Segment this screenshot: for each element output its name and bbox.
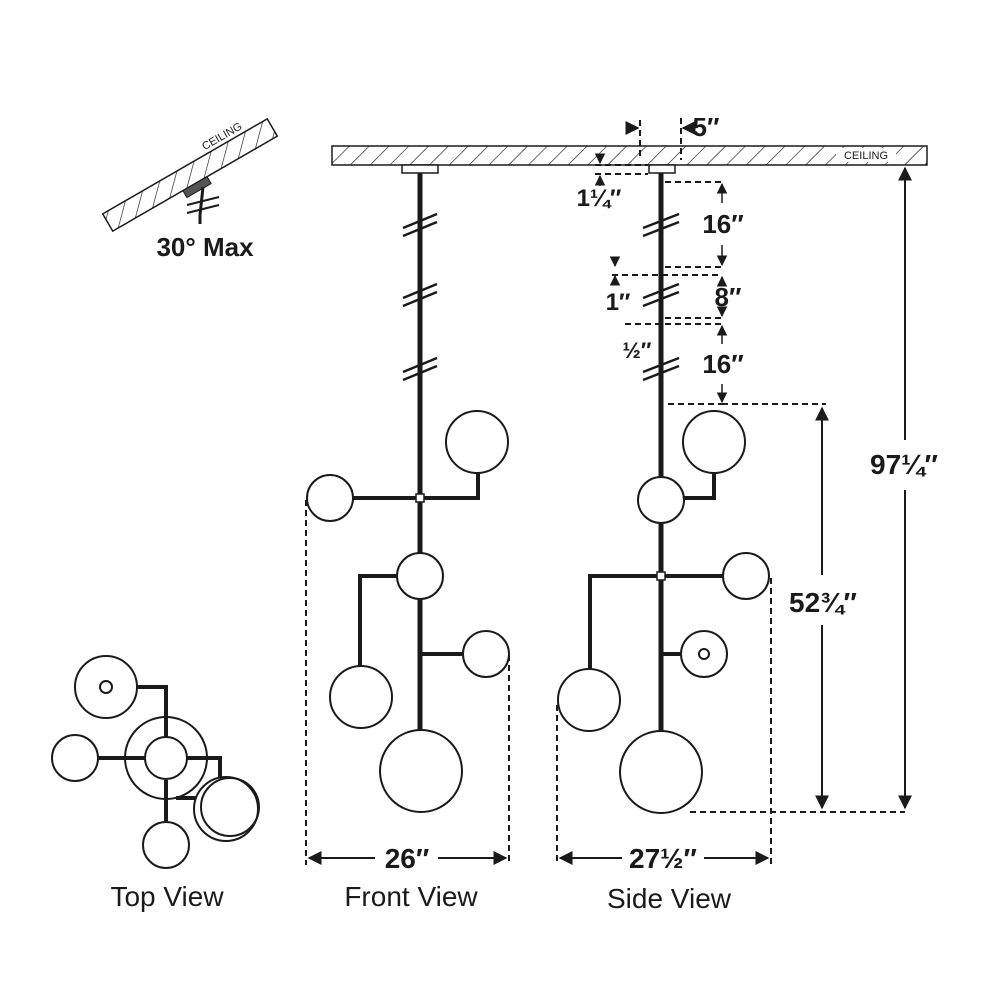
rod-gap-1-label: 1″ xyxy=(606,289,631,316)
side-width-label: 27½″ xyxy=(629,843,697,874)
front-width-label: 26″ xyxy=(385,843,430,874)
front-view-caption: Front View xyxy=(344,881,478,912)
front-globe-top-right xyxy=(445,410,509,474)
front-canopy xyxy=(401,164,439,174)
sloped-ceiling-icon: CEILING 30° Max xyxy=(101,117,279,262)
front-globe-lower-left xyxy=(329,665,393,729)
side-view-fixture xyxy=(557,164,770,814)
side-globe-top xyxy=(682,410,746,474)
canopy-height-label: 1¼″ xyxy=(577,185,622,212)
top-globe-right xyxy=(193,776,259,842)
front-width-dimension: 26″ xyxy=(305,500,510,874)
side-width-dimension: 27½″ xyxy=(556,578,772,874)
fixture-height-label: 52¾″ xyxy=(789,587,857,618)
front-globe-left xyxy=(306,474,354,522)
side-view-caption: Side View xyxy=(607,883,732,914)
front-globe-right xyxy=(462,630,510,678)
top-globe-left xyxy=(51,734,99,782)
side-globe-bottom xyxy=(619,730,703,814)
front-globe-bottom xyxy=(379,729,463,813)
top-globe-center xyxy=(144,736,188,780)
rod-1-label: 16″ xyxy=(702,209,743,239)
rod-3-label: 16″ xyxy=(702,349,743,379)
angle-label: 30° Max xyxy=(156,232,254,262)
side-globe-right xyxy=(722,552,770,600)
rod-gap-2-label: ½″ xyxy=(623,338,652,363)
rod-2-label: 8″ xyxy=(715,282,742,312)
ceiling-bar: CEILING xyxy=(331,145,928,166)
rod-dimensions: 16″ 1″ 8″ ½″ 16″ xyxy=(606,181,744,405)
top-view-caption: Top View xyxy=(110,881,224,912)
top-globe-bottom xyxy=(142,821,190,869)
side-canopy xyxy=(648,164,676,174)
overall-height-label: 97¼″ xyxy=(870,449,938,480)
top-globe-upper-left xyxy=(74,655,138,719)
side-globe-rear xyxy=(680,630,728,678)
front-globe-center xyxy=(396,552,444,600)
canopy-width-dimension: 5″ xyxy=(625,112,720,160)
side-globe-upper xyxy=(637,476,685,524)
ceiling-label-main: CEILING xyxy=(844,150,888,162)
canopy-height-dimension: 1¼″ xyxy=(577,153,648,212)
top-view-fixture xyxy=(51,655,260,869)
fixture-height-dimension: 52¾″ xyxy=(690,403,905,813)
side-globe-left xyxy=(557,668,621,732)
canopy-width-label: 5″ xyxy=(693,112,720,142)
front-view-fixture xyxy=(306,164,510,813)
overall-height-dimension: 97¼″ xyxy=(870,166,938,810)
